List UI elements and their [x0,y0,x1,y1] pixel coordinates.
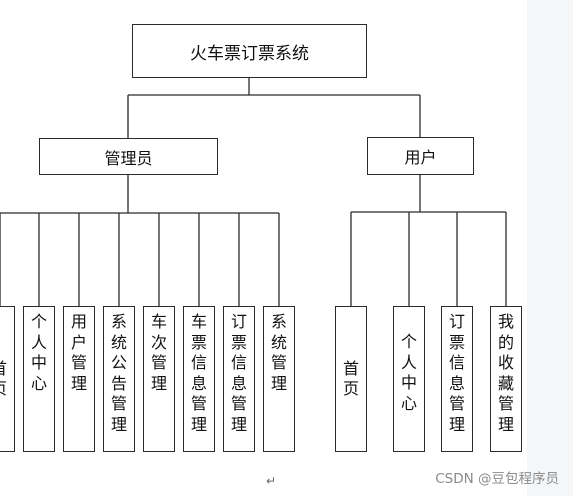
leaf-label: 车票信息管理 [190,312,207,434]
branch-node-admin: 管理员 [39,138,218,175]
leaf-user-home: 首页 [335,306,367,452]
leaf-label: 我的收藏管理 [497,312,514,434]
leaf-label: 用户管理 [70,312,87,393]
leaf-admin-announcement-management: 系统公告管理 [103,306,135,452]
leaf-admin-booking-info-management: 订票信息管理 [223,306,255,452]
leaf-admin-train-management: 车次管理 [143,306,175,452]
root-node-label: 火车票订票系统 [190,43,309,64]
leaf-label: 订票信息管理 [448,312,465,434]
branch-node-user-label: 用户 [404,148,437,167]
leaf-label: 订票信息管理 [230,312,247,434]
leaf-admin-user-management: 用户管理 [63,306,95,452]
leaf-admin-ticket-info-management: 车票信息管理 [183,306,215,452]
leaf-label: 首页 [342,358,359,399]
leaf-admin-personal-center: 个人中心 [23,306,55,452]
leaf-label: 系统管理 [270,312,287,393]
leaf-label: 系统公告管理 [110,312,127,434]
watermark: CSDN @豆包程序员 [435,471,559,487]
leaf-label: 车次管理 [150,312,167,393]
leaf-user-booking-info-management: 订票信息管理 [441,306,473,452]
branch-node-user: 用户 [367,137,474,175]
leaf-label: 首页 [0,307,7,451]
leaf-admin-system-management: 系统管理 [263,306,295,452]
root-node: 火车票订票系统 [132,24,367,78]
branch-node-admin-label: 管理员 [104,148,153,168]
leaf-label: 个人中心 [30,312,47,393]
page-margin [527,0,573,496]
leaf-user-favorites-management: 我的收藏管理 [490,306,522,452]
leaf-admin-home: 首页 [0,306,15,452]
paragraph-mark: ↵ [266,474,277,488]
leaf-user-personal-center: 个人中心 [393,306,425,452]
leaf-label: 个人中心 [400,332,417,413]
